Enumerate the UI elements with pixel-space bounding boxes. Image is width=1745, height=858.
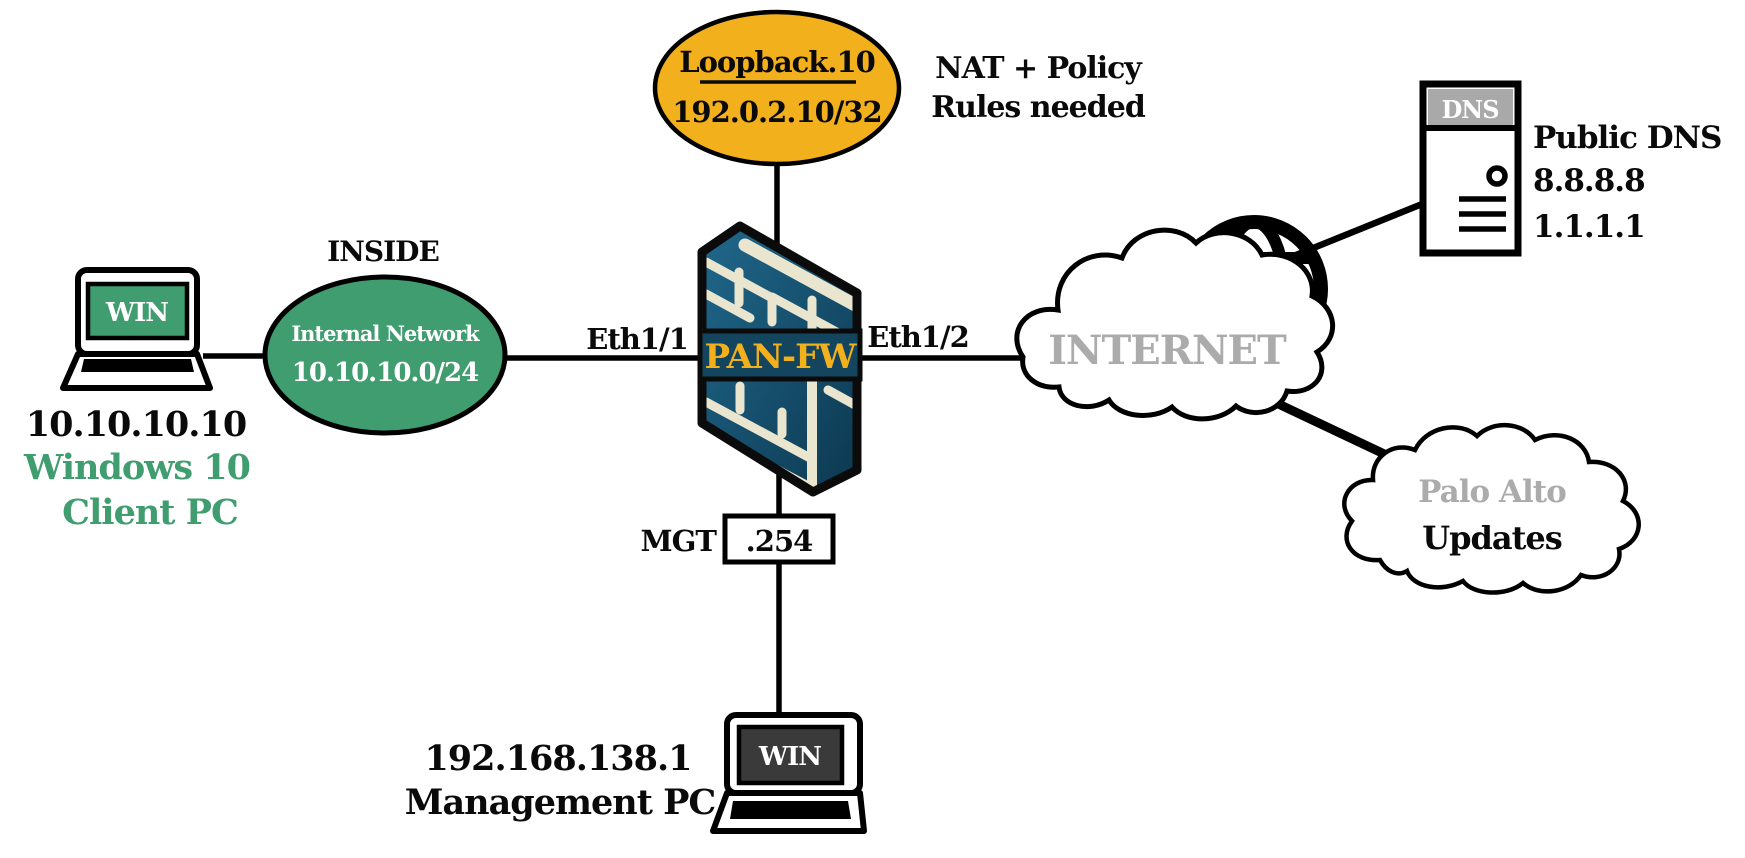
updates-line2: Updates (1422, 519, 1562, 557)
mgt-value: .254 (746, 524, 813, 558)
client-role: Client PC (62, 492, 238, 533)
server-vents (1459, 196, 1506, 232)
management-ip: 192.168.138.1 (424, 738, 691, 779)
client-screen-label: WIN (105, 298, 168, 328)
nat-note: NAT + Policy Rules needed (931, 51, 1147, 125)
loopback-ellipse (652, 9, 902, 167)
client-os: Windows 10 (23, 447, 250, 488)
mgt-box (722, 513, 836, 565)
updates-line1: Palo Alto (1418, 474, 1566, 510)
firewall-banner (697, 328, 863, 382)
internet-cloud: INTERNET (1014, 227, 1335, 422)
dns-title: Public DNS (1533, 120, 1721, 156)
cloud-shape (1342, 422, 1641, 595)
inside-network-node: INSIDE Internal Network 10.10.10.0/24 (262, 235, 508, 436)
loopback-ip: 192.0.2.10/32 (672, 95, 881, 129)
internet-label: INTERNET (1048, 327, 1287, 374)
laptop-icon: WIN (710, 712, 867, 834)
inside-zone-label: INSIDE (327, 235, 439, 268)
interface-eth1-2-label: Eth1/2 (867, 320, 969, 354)
nat-note-line2: Rules needed (931, 90, 1146, 125)
laptop-icon: WIN (60, 267, 213, 391)
nat-note-line1: NAT + Policy (935, 51, 1143, 86)
management-screen-label: WIN (758, 742, 821, 772)
mgt-interface: MGT .254 (641, 513, 836, 565)
loopback-name: Loopback.10 (679, 45, 875, 79)
inside-network-name: Internal Network (291, 321, 480, 346)
dns-badge: DNS (1441, 95, 1498, 124)
public-dns-node: DNS Public DNS 8.8.8.8 1.1.1.1 (1419, 80, 1722, 257)
interface-eth1-1-label: Eth1/1 (586, 322, 688, 356)
firewall-outline (697, 221, 862, 497)
dns-ip-primary: 8.8.8.8 (1533, 163, 1645, 199)
client-pc-node: WIN 10.10.10.10 Windows 10 Client PC (23, 267, 251, 533)
inside-network-cidr: 10.10.10.0/24 (292, 358, 479, 388)
updates-cloud: Palo Alto Updates (1342, 422, 1641, 595)
server-icon: DNS (1419, 80, 1522, 257)
management-pc-node: WIN 192.168.138.1 Management PC (405, 712, 867, 834)
dns-ip-secondary: 1.1.1.1 (1533, 209, 1645, 245)
client-ip: 10.10.10.10 (26, 404, 246, 445)
mgt-label: MGT (641, 524, 718, 558)
cloud-shape (1014, 227, 1335, 422)
server-power-light (1486, 165, 1508, 187)
firewall-node: PAN-FW (697, 221, 863, 497)
loopback-node: Loopback.10 192.0.2.10/32 (652, 9, 902, 167)
inside-network-ellipse (262, 274, 508, 436)
management-role: Management PC (405, 782, 716, 823)
firewall-name: PAN-FW (705, 337, 858, 377)
